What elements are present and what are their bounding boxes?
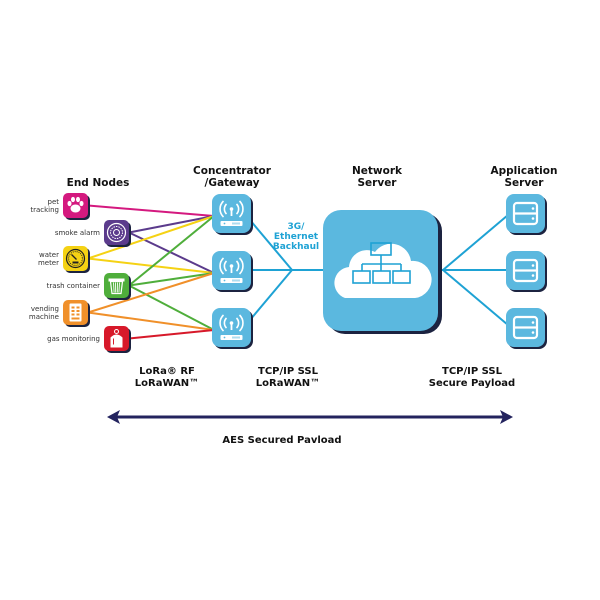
- network-server-heading-line1: Network: [352, 165, 403, 177]
- end-node-gas[interactable]: gas monitoring: [47, 326, 131, 353]
- arrow-left-head: [107, 410, 120, 424]
- backhaul-link-gw3: [249, 269, 293, 321]
- rf-link-trash-gw3: [128, 284, 215, 331]
- cloud-network-icon: [334, 242, 432, 298]
- end-node-label-trash: trash container: [47, 282, 101, 290]
- rf-link-smoke-gw1: [128, 215, 215, 234]
- protocol-tcp1-line1: TCP/IP SSL: [258, 366, 319, 377]
- rf-link-vending-gw3: [87, 311, 215, 331]
- gateway-antenna-icon: [219, 314, 244, 340]
- end-nodes-heading: End Nodes: [67, 177, 130, 189]
- vending-machine-icon: [69, 303, 82, 322]
- gateway-antenna-icon: [219, 200, 244, 226]
- trash-can-icon: [108, 278, 125, 295]
- rf-link-vending-gw2: [87, 272, 215, 314]
- backhaul-links: [249, 219, 325, 321]
- gateway-3[interactable]: [212, 308, 253, 349]
- app-link-3: [442, 269, 509, 326]
- end-node-trash[interactable]: trash container: [47, 273, 131, 300]
- server-icon: [512, 258, 539, 283]
- arrow-right-head: [500, 410, 513, 424]
- smoke-alarm-icon: [106, 222, 127, 243]
- end-node-label-vending: machine: [29, 313, 59, 321]
- rf-link-water-gw1: [87, 215, 215, 260]
- server-icon: [512, 201, 539, 226]
- network-server-heading-line2: Server: [357, 177, 397, 189]
- network-server[interactable]: [323, 210, 442, 334]
- app-link-1: [442, 214, 509, 271]
- protocol-tcp2-line1: TCP/IP SSL: [442, 366, 503, 377]
- aes-secured-label: AES Secured Pavload: [222, 435, 341, 446]
- app-server-2[interactable]: [506, 251, 547, 292]
- end-node-label-pet: tracking: [30, 206, 59, 214]
- end-node-smoke[interactable]: smoke alarm: [55, 220, 131, 247]
- gas-tank-icon: [110, 329, 123, 348]
- rf-link-trash-gw1: [128, 215, 215, 287]
- end-node-label-smoke: smoke alarm: [55, 229, 100, 237]
- gauge-icon: [65, 248, 86, 269]
- end-node-label-pet: pet: [48, 198, 60, 206]
- gateway-heading-line2: /Gateway: [205, 177, 260, 189]
- backhaul-label-line3: Backhaul: [273, 242, 319, 252]
- protocol-rf-line1: LoRa® RF: [139, 366, 195, 377]
- app-server-3[interactable]: [506, 308, 547, 349]
- end-node-label-vending: vending: [31, 305, 59, 313]
- rf-link-smoke-gw2: [128, 231, 215, 274]
- paw-icon: [67, 196, 84, 213]
- end-node-label-gas: gas monitoring: [47, 335, 100, 343]
- protocol-tcp2-line2: Secure Payload: [429, 378, 515, 389]
- server-icon: [512, 315, 539, 340]
- app-server-1[interactable]: [506, 194, 547, 235]
- end-node-label-water: meter: [38, 259, 59, 267]
- app-servers: [506, 194, 547, 349]
- app-server-heading-line1: Application: [491, 165, 558, 177]
- app-server-links: [438, 214, 509, 326]
- backhaul-label-line1: 3G/: [288, 222, 306, 232]
- gateway-heading-line1: Concentrator: [193, 165, 272, 177]
- rf-link-water-gw2: [87, 257, 215, 274]
- protocol-rf-line2: LoRaWAN™: [135, 378, 199, 389]
- rf-links: [87, 204, 215, 340]
- app-server-heading-line2: Server: [504, 177, 544, 189]
- backhaul-link-gw1: [249, 219, 293, 271]
- rf-link-trash-gw2: [128, 272, 215, 287]
- backhaul-label-line2: Ethernet: [274, 232, 319, 242]
- protocol-tcp1-line2: LoRaWAN™: [256, 378, 320, 389]
- gateway-2[interactable]: [212, 251, 253, 292]
- rf-link-gas-gw3: [128, 329, 215, 340]
- rf-link-pet-gw1: [87, 204, 215, 217]
- gateway-antenna-icon: [219, 257, 244, 283]
- gateway-1[interactable]: [212, 194, 253, 235]
- end-node-label-water: water: [39, 251, 59, 259]
- aes-secured-arrow: [107, 410, 513, 424]
- gateways: [212, 194, 253, 349]
